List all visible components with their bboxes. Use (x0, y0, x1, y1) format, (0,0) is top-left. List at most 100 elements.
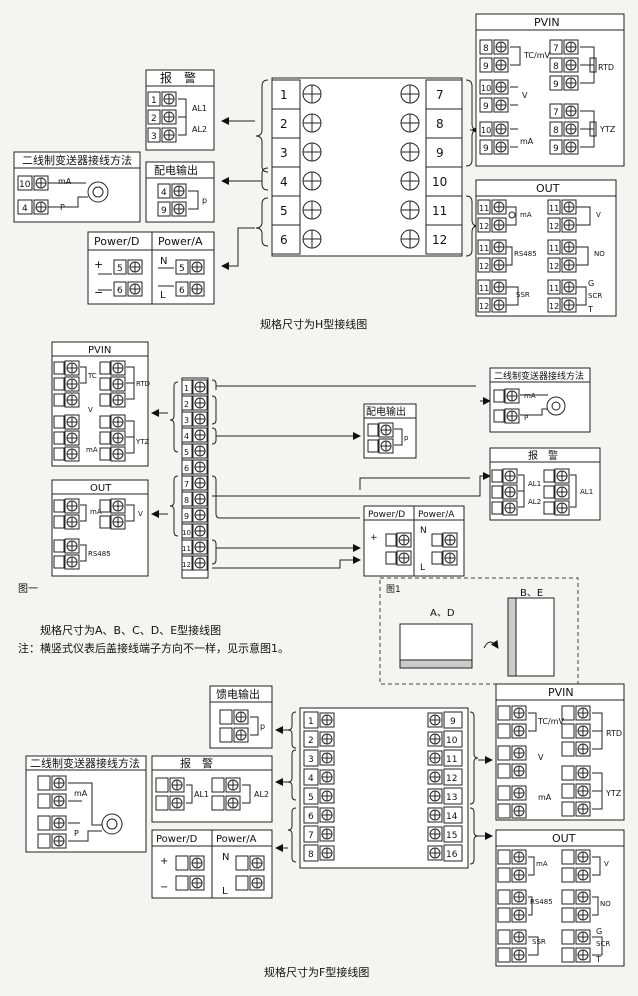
svg-text:V: V (88, 406, 93, 414)
svg-text:L: L (420, 563, 425, 573)
pvin-left-column: 8 9 10 9 10 9 TC/mV V mA (479, 39, 550, 155)
svg-text:11: 11 (479, 284, 489, 293)
svg-text:2: 2 (151, 114, 157, 124)
svg-text:B、E: B、E (520, 588, 543, 599)
feed-box-h: 配电输出 4 9 p (145, 161, 215, 223)
svg-text:mA: mA (520, 137, 534, 146)
svg-text:p: p (404, 434, 409, 442)
alarm-box-a: 报 警 AL1 AL2 AL1 (489, 447, 601, 521)
svg-text:11: 11 (549, 284, 559, 293)
out-box-a: OUT mA V RS485 (51, 479, 149, 577)
svg-text:4: 4 (308, 774, 314, 784)
svg-text:12: 12 (549, 302, 559, 311)
terminal-label: 6 (280, 233, 288, 247)
out-box-f: OUT mA V RS485 NO SSR SCR G T (495, 829, 625, 967)
pvin-box-a: PVIN TC RTD V mA YTZ (51, 341, 150, 467)
svg-text:10: 10 (481, 84, 491, 93)
svg-text:4: 4 (22, 204, 28, 214)
pvin-box-f: PVIN TC/mV RTD V mA YTZ (495, 683, 625, 821)
note-a: 注：横竖式仪表后盖接线端子方向不一样，见示意图1。 (18, 641, 289, 655)
svg-text:7: 7 (308, 831, 314, 841)
svg-text:PVIN: PVIN (88, 345, 111, 356)
terminal-label: 4 (280, 175, 288, 189)
svg-text:mA: mA (86, 446, 98, 454)
svg-text:AL1: AL1 (192, 104, 207, 113)
svg-text:9: 9 (483, 62, 489, 72)
svg-text:2: 2 (308, 736, 314, 746)
svg-text:9: 9 (553, 144, 559, 154)
terminal-label: 1 (280, 88, 288, 102)
svg-text:mA: mA (90, 508, 102, 516)
svg-text:PVIN: PVIN (548, 686, 574, 699)
feed-box-a: 配电输出 p (363, 403, 417, 459)
svg-text:11: 11 (549, 244, 559, 253)
svg-text:图1: 图1 (386, 584, 401, 595)
caption-a: 规格尺寸为A、B、C、D、E型接线图 (40, 623, 221, 637)
svg-text:TC/mV: TC/mV (537, 717, 564, 726)
svg-text:2: 2 (184, 400, 189, 409)
svg-text:12: 12 (479, 302, 489, 311)
svg-text:9: 9 (161, 206, 167, 216)
terminal-label: 12 (432, 233, 447, 247)
terminal-label: 11 (432, 204, 447, 218)
svg-text:12: 12 (479, 262, 489, 271)
svg-text:8: 8 (308, 850, 314, 860)
svg-text:mA: mA (74, 789, 88, 798)
svg-text:4: 4 (184, 432, 189, 441)
svg-text:N: N (222, 852, 229, 863)
svg-text:Power/D: Power/D (368, 510, 405, 520)
terminal-label: 2 (280, 117, 288, 131)
svg-text:二线制变送器接线方法: 二线制变送器接线方法 (22, 153, 132, 167)
svg-text:OUT: OUT (536, 182, 560, 195)
svg-text:报 警: 报 警 (180, 756, 213, 770)
svg-text:8: 8 (553, 126, 559, 136)
svg-text:二线制变送器接线方法: 二线制变送器接线方法 (494, 370, 584, 382)
svg-text:mA: mA (524, 392, 536, 400)
svg-text:12: 12 (446, 774, 457, 784)
svg-text:10: 10 (446, 736, 458, 746)
box-title: 报 警 (160, 70, 196, 85)
svg-text:8: 8 (483, 44, 489, 54)
svg-text:5: 5 (184, 448, 189, 457)
svg-text:12: 12 (182, 561, 191, 569)
svg-text:TC: TC (87, 372, 97, 380)
svg-text:+: + (160, 856, 168, 867)
svg-text:RTD: RTD (606, 729, 622, 738)
terminal-label: 7 (436, 88, 444, 102)
svg-text:12: 12 (549, 262, 559, 271)
svg-text:13: 13 (446, 793, 457, 803)
svg-text:二线制变送器接线方法: 二线制变送器接线方法 (30, 756, 140, 770)
svg-text:6: 6 (308, 812, 314, 822)
svg-text:14: 14 (446, 812, 458, 822)
svg-text:16: 16 (446, 850, 458, 860)
svg-text:SCR: SCR (596, 940, 610, 948)
svg-text:+: + (94, 258, 103, 271)
svg-text:TC/mV: TC/mV (523, 51, 550, 60)
figure-1: 图1 A、D B、E (379, 577, 579, 685)
svg-text:YTZ: YTZ (605, 789, 622, 798)
svg-text:配电输出: 配电输出 (366, 405, 406, 418)
two-wire-box-a: 二线制变送器接线方法 mA P (489, 367, 591, 433)
out-box-h: OUT 11 12 11 12 11 12 11 (475, 179, 617, 317)
terminal-label: 10 (432, 175, 447, 189)
svg-text:Power/A: Power/A (158, 235, 203, 248)
svg-text:AL1: AL1 (194, 790, 209, 799)
svg-text:7: 7 (553, 44, 559, 54)
svg-text:RS485: RS485 (514, 250, 537, 258)
svg-text:9: 9 (483, 102, 489, 112)
svg-text:11: 11 (446, 755, 457, 765)
svg-text:T: T (587, 305, 593, 314)
svg-text:9: 9 (483, 144, 489, 154)
svg-text:5: 5 (117, 264, 123, 274)
svg-text:Power/D: Power/D (94, 235, 139, 248)
svg-text:10: 10 (19, 180, 31, 190)
svg-text:10: 10 (481, 126, 491, 135)
caption-f: 规格尺寸为F型接线图 (264, 965, 369, 979)
svg-text:9: 9 (553, 80, 559, 90)
svg-text:T: T (595, 955, 601, 964)
svg-text:9: 9 (450, 717, 456, 727)
terminal-column-right-f: 9 10 11 12 13 14 15 16 (427, 711, 463, 862)
svg-text:SSR: SSR (532, 938, 546, 946)
svg-text:12: 12 (549, 222, 559, 231)
